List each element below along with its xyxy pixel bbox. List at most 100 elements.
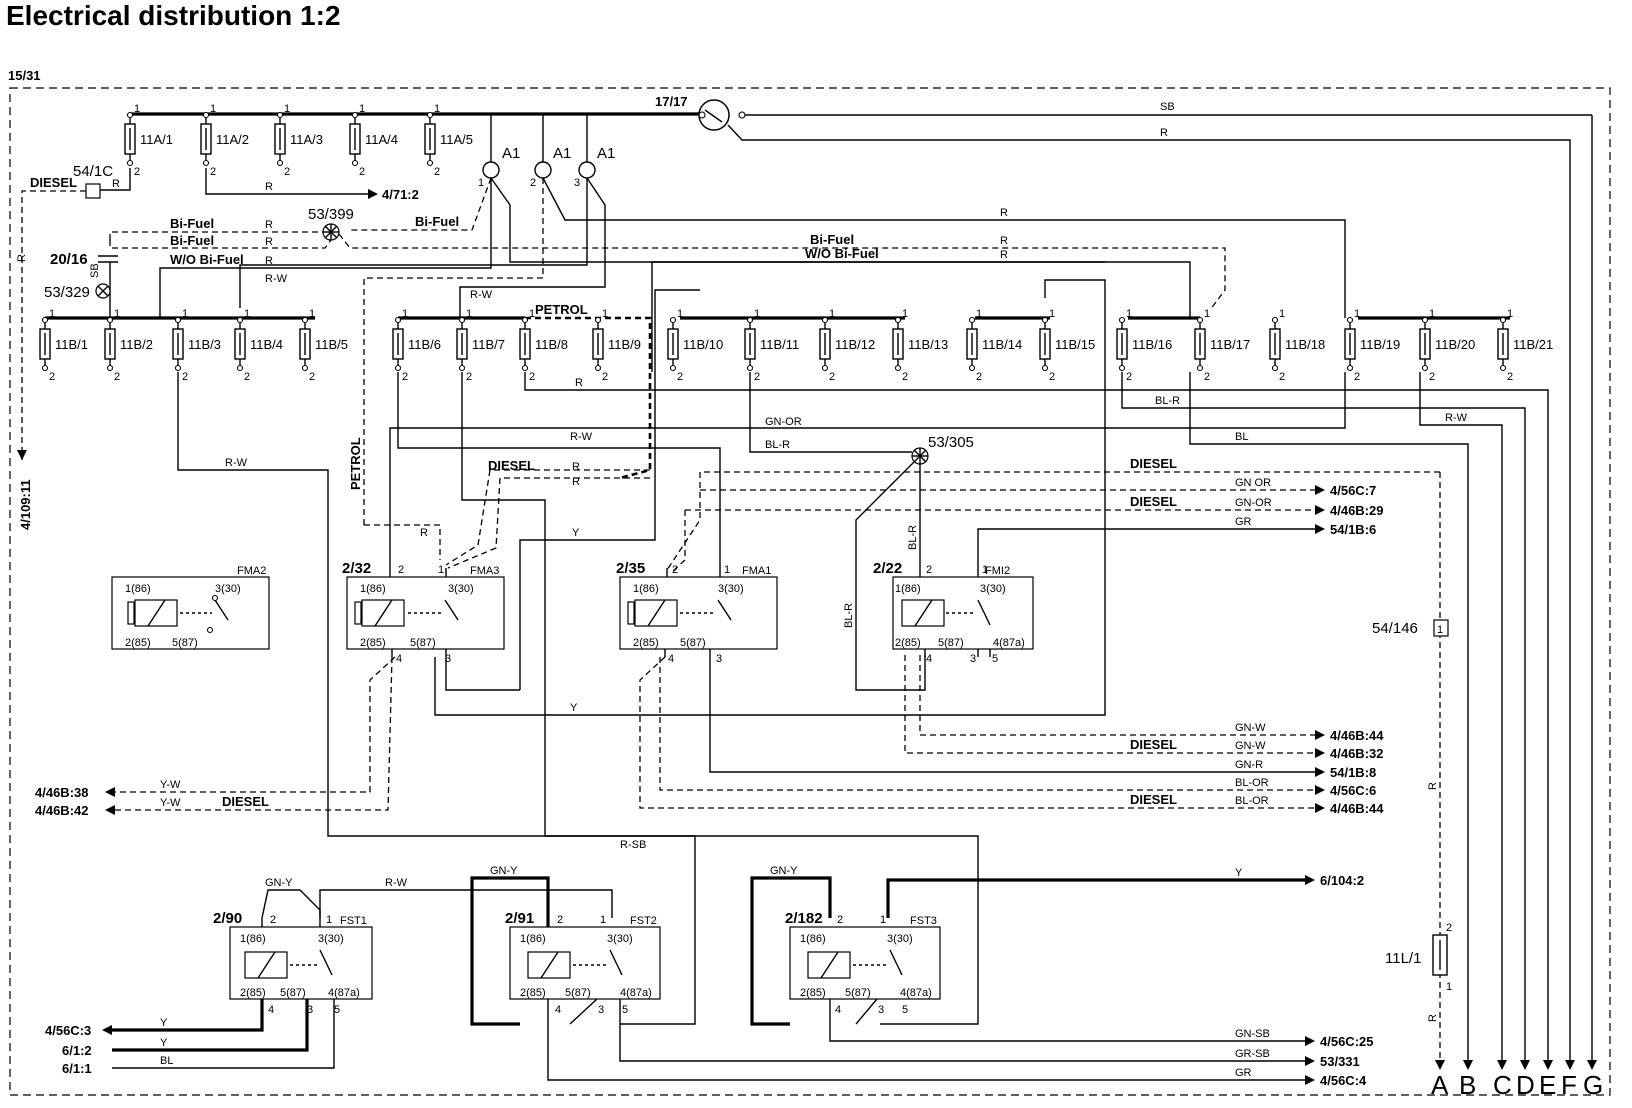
relay-2-32-pin4: 4 [396, 653, 402, 665]
fuse-11b-16-pin-1: 1 [1126, 308, 1132, 320]
relay-2-90-p3: 3(30) [318, 933, 344, 945]
petrol-label-top: PETROL [535, 302, 588, 317]
fuse-11b-1-pin-1: 1 [49, 308, 55, 320]
relay-2-182-p1: 1(86) [800, 933, 826, 945]
fuse-11b-9-pin-1: 1 [602, 308, 608, 320]
relay-2-182: 2/182 FST3 1(86) 3(30) 2(85) 5(87) 4(87a… [750, 865, 1373, 1049]
relay-2-22-pin3: 3 [970, 653, 976, 665]
fuse-11b-21-pin-2: 2 [1507, 371, 1513, 383]
relay-2-22-p1: 1(86) [895, 583, 921, 595]
relay-2-91-p4: 4(87a) [620, 987, 652, 999]
output-terminal-2: C [1493, 1070, 1512, 1100]
fuse-11b-8-pin-2: 2 [529, 371, 535, 383]
fuse-11b-14-pin-1: 1 [976, 308, 982, 320]
wire-label-blr-vert2: BL-R [843, 603, 855, 628]
page-title: Electrical distribution 1:2 [6, 0, 341, 31]
relay-2-22-pin1: 1 [982, 564, 988, 576]
relay-2-35-p3: 3(30) [718, 583, 744, 595]
wire-label-gnor-r2: GN-OR [1235, 497, 1272, 509]
ref-53-331: 53/331 [1320, 1054, 1360, 1069]
fuse-11a-2-label: 11A/2 [216, 132, 249, 147]
ref-4-46b-38: 4/46B:38 [35, 785, 88, 800]
bi-fuel-label-1: Bi-Fuel [170, 216, 214, 231]
output-arrow-0 [1435, 1060, 1445, 1070]
relay-2-22-pin4: 4 [926, 653, 932, 665]
fuse-11b-9-pin-2: 2 [602, 371, 608, 383]
ref-4-56c-7: 4/56C:7 [1330, 483, 1376, 498]
wire-label-rw-mid: R-W [570, 431, 593, 443]
fuse-11b-19-pin-2: 2 [1354, 371, 1360, 383]
relay-2-91-pin1: 1 [600, 914, 606, 926]
relay-2-32-pin3: 3 [445, 653, 451, 665]
fuse-11b-1-pin-2: 2 [49, 371, 55, 383]
relay-2-90-pin3: 3 [307, 1004, 313, 1016]
relay-2-32-p1: 1(86) [360, 583, 386, 595]
relay-2-91-id: 2/91 [505, 910, 534, 927]
output-arrow-6 [1587, 1060, 1597, 1070]
fuse-11a-4-pin-2: 2 [359, 166, 365, 178]
relay-2-22-pin5: 5 [992, 653, 998, 665]
relay-2-91: 2/91 FST2 1(86) 3(30) 2(85) 5(87) 4(87a)… [470, 865, 1367, 1088]
wire-label-blr-b16: BL-R [1155, 395, 1180, 407]
fuse-11b-15-pin-1: 1 [1049, 308, 1055, 320]
connector-54-146-pin: 1 [1437, 624, 1443, 636]
wire-label-r-diesel1: R [572, 461, 580, 473]
fuse-11b-18-label: 11B/18 [1285, 337, 1325, 352]
page-ref-label: 15/31 [8, 68, 41, 83]
connector-54-1c [85, 183, 101, 199]
relay-fma2-p5: 5(87) [172, 637, 198, 649]
fuse-11b-19-label: 11B/19 [1360, 337, 1400, 352]
relay-2-91-pin3: 3 [598, 1004, 604, 1016]
relay-2-182-pin3: 3 [878, 1004, 884, 1016]
relay-2-35-p5: 5(87) [680, 637, 706, 649]
wire-label-sb-top: SB [1160, 101, 1175, 113]
fuse-11b-21-pin-1: 1 [1507, 308, 1513, 320]
relay-2-91-pin2: 2 [557, 914, 563, 926]
fuse-11b-13-pin-1: 1 [902, 308, 908, 320]
relay-2-32-p3: 3(30) [448, 583, 474, 595]
wire-label-r-wo: R [265, 255, 273, 267]
fuse-11b-2-pin-2: 2 [114, 371, 120, 383]
fuse-11b-3-label: 11B/3 [188, 337, 221, 352]
relay-2-182-name: FST3 [910, 915, 937, 927]
wire-label-bl-b17: BL [1235, 431, 1248, 443]
fuse-11b-2-pin-1: 1 [114, 308, 120, 320]
fuse-11a-4-pin-1: 1 [359, 103, 365, 115]
wire-label-y-90b: Y [160, 1037, 168, 1049]
ref-54-1b-8: 54/1B:8 [1330, 765, 1376, 780]
relay-2-91-pin5: 5 [622, 1004, 628, 1016]
fuse-11l-pin-1: 1 [1446, 981, 1452, 993]
wire-label-r-mid: R [1000, 207, 1008, 219]
relay-2-90-p4: 4(87a) [328, 987, 360, 999]
petrol-label-vert: PETROL [348, 437, 363, 490]
bi-fuel-label-2: Bi-Fuel [170, 233, 214, 248]
fuse-11a-3-pin-2: 2 [284, 166, 290, 178]
wire-label-rw-90: R-W [385, 877, 408, 889]
diesel-label-r8: DIESEL [1130, 792, 1177, 807]
wire-label-gnw-r4: GN-W [1235, 722, 1266, 734]
relay-2-22-p4: 4(87a) [993, 637, 1025, 649]
wire-label-r-54-1c: R [112, 178, 120, 190]
relay-2-32-name: FMA3 [470, 565, 499, 577]
ref-6-104-2: 6/104:2 [1320, 873, 1364, 888]
relay-2-22: 2/22 FMI2 1(86) 3(30) 2(85) 5(87) 4(87a)… [873, 560, 1034, 665]
fuse-11a-1-pin-1: 1 [134, 103, 140, 115]
fuse-11b-13-pin-2: 2 [902, 371, 908, 383]
wo-bifuel-left: W/O Bi-Fuel [170, 252, 244, 267]
fuse-11b-13-label: 11B/13 [908, 337, 948, 352]
wire-label-r-11l: R [1427, 1014, 1439, 1022]
a1-fuses: A1 A1 A1 1 2 3 R R W/O Bi-Fuel W/O Bi-Fu… [159, 114, 1346, 525]
wire-label-grsb-91: GR-SB [1235, 1048, 1270, 1060]
wire-label-rw-b4: R-W [265, 273, 288, 285]
